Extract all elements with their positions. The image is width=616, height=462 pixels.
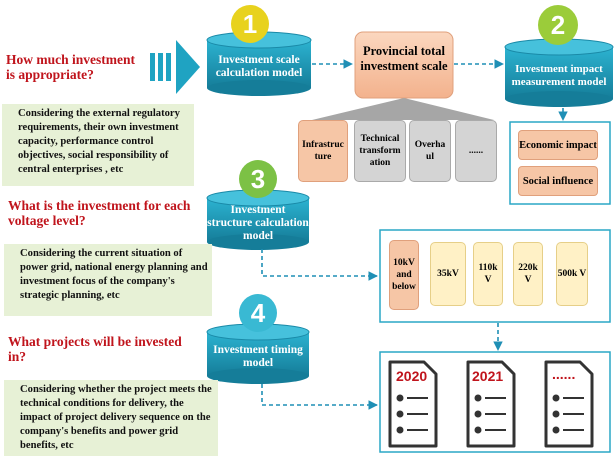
voltage-frame: [379, 229, 611, 323]
investment-structure-model: Investment structure calculation model: [207, 203, 309, 242]
stripe-arrow: [150, 40, 200, 94]
question-investment-amount: How much investment is appropriate?: [6, 52, 135, 82]
economic-impact: Economic impact: [518, 130, 598, 160]
step-2-badge-icon: 2: [538, 5, 578, 45]
cylinder-shapes: [206, 31, 614, 384]
step-4-badge-icon: 4: [239, 294, 277, 332]
question-projects: What projects will be invested in?: [8, 334, 182, 364]
category-more: ......: [455, 120, 497, 182]
note-voltage-level: Considering the current situation of pow…: [4, 244, 212, 316]
investment-impact-model: Investment impact measurement model: [511, 63, 607, 88]
document-icons: [388, 360, 594, 448]
investment-timing-model: Investment timing model: [213, 344, 303, 369]
year-2021-label: 2021: [472, 368, 504, 384]
year-more-label: ......: [552, 366, 576, 382]
fan-triangle: [312, 98, 494, 120]
social-influence: Social influence: [518, 166, 598, 196]
voltage-110kv: 110k V: [473, 242, 503, 306]
investment-scale-model: Investment scale calculation model: [215, 54, 303, 79]
voltage-10kv: 10kV and below: [389, 240, 419, 310]
year-2020-label: 2020: [396, 368, 428, 384]
note-investment-amount: Considering the external regulatory requ…: [2, 104, 194, 186]
category-infrastructure: Infrastruc ture: [298, 120, 348, 182]
question-voltage-level: What is the investment for each voltage …: [8, 198, 191, 228]
provincial-total-box: Provincial total investment scale: [360, 44, 448, 73]
projects-frame: [379, 351, 611, 453]
step-1-badge-icon: 1: [231, 5, 269, 43]
category-overhaul: Overha ul: [409, 120, 451, 182]
voltage-500kv: 500k V: [556, 242, 588, 306]
impact-frame: [509, 121, 611, 205]
voltage-220kv: 220k V: [513, 242, 543, 306]
step-3-badge-icon: 3: [239, 160, 277, 198]
voltage-35kv: 35kV: [430, 242, 466, 306]
category-technical-transformation: Technical transform ation: [354, 120, 406, 182]
note-projects: Considering whether the project meets th…: [4, 380, 218, 456]
dashed-arrows: [261, 59, 568, 410]
